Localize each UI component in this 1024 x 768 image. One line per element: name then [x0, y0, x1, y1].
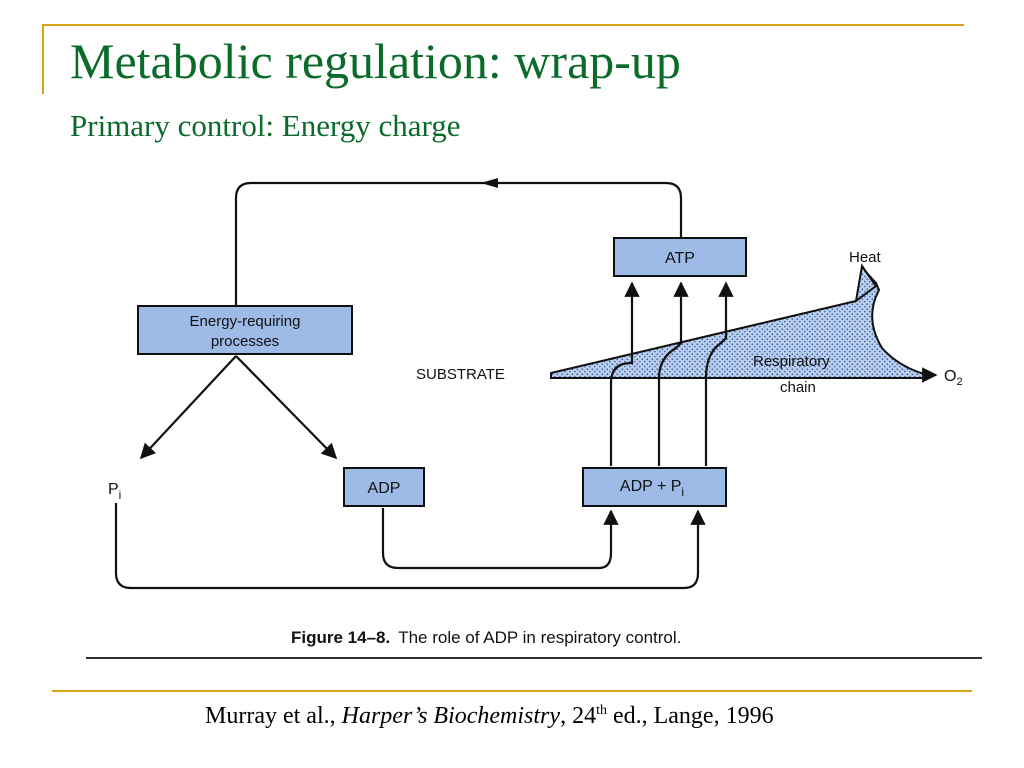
phosphorylation-arrow-2	[657, 281, 689, 466]
diagram-svg: ATP Energy-requiring processes ADP ADP +…	[86, 168, 982, 668]
respiratory-label: Respiratory	[753, 353, 830, 370]
phosphorylation-arrow-1	[609, 281, 640, 466]
frame-left-line	[42, 24, 44, 94]
heat-label: Heat	[849, 249, 882, 266]
respiratory-control-figure: ATP Energy-requiring processes ADP ADP +…	[86, 168, 982, 668]
pi-to-adppi-line	[114, 503, 706, 590]
slide-title: Metabolic regulation: wrap-up	[70, 33, 681, 89]
atp-label: ATP	[665, 250, 695, 267]
arrow-to-pi	[139, 355, 237, 460]
citation-publisher: ed., Lange, 1996	[606, 703, 774, 729]
figure-caption: Figure 14–8.The role of ADP in respirato…	[291, 628, 681, 647]
energy-requiring-label-1: Energy-requiring	[190, 313, 301, 330]
adp-box: ADP	[343, 467, 425, 507]
adp-pi-label: ADP + Pi	[620, 478, 684, 499]
citation-edition-sup: th	[596, 703, 607, 718]
frame-top-line	[42, 24, 964, 26]
figure-background	[86, 168, 982, 668]
frame-bottom-line	[52, 690, 972, 692]
arrow-to-adp	[235, 355, 338, 460]
pi-label: Pi	[108, 481, 121, 502]
loop-arrowhead	[481, 178, 498, 188]
adp-label: ADP	[368, 480, 401, 497]
citation-book: Harper’s Biochemistry	[341, 703, 561, 729]
citation: Murray et al., Harper’s Biochemistry, 24…	[205, 703, 774, 730]
atp-return-loop	[234, 181, 683, 306]
slide-subtitle: Primary control: Energy charge	[70, 108, 461, 143]
citation-edition: , 24	[560, 703, 597, 729]
atp-box: ATP	[613, 237, 747, 277]
adp-pi-box: ADP + Pi	[582, 467, 727, 507]
energy-requiring-label-2: processes	[211, 333, 279, 350]
adp-to-adppi-line	[381, 508, 619, 570]
substrate-label: SUBSTRATE	[416, 366, 505, 383]
chain-label: chain	[780, 379, 816, 396]
citation-authors: Murray et al.,	[205, 703, 342, 729]
energy-requiring-box: Energy-requiring processes	[137, 305, 353, 355]
o2-label: O2	[944, 368, 963, 388]
heat-arrow	[854, 263, 878, 304]
phosphorylation-arrow-3	[704, 281, 734, 466]
